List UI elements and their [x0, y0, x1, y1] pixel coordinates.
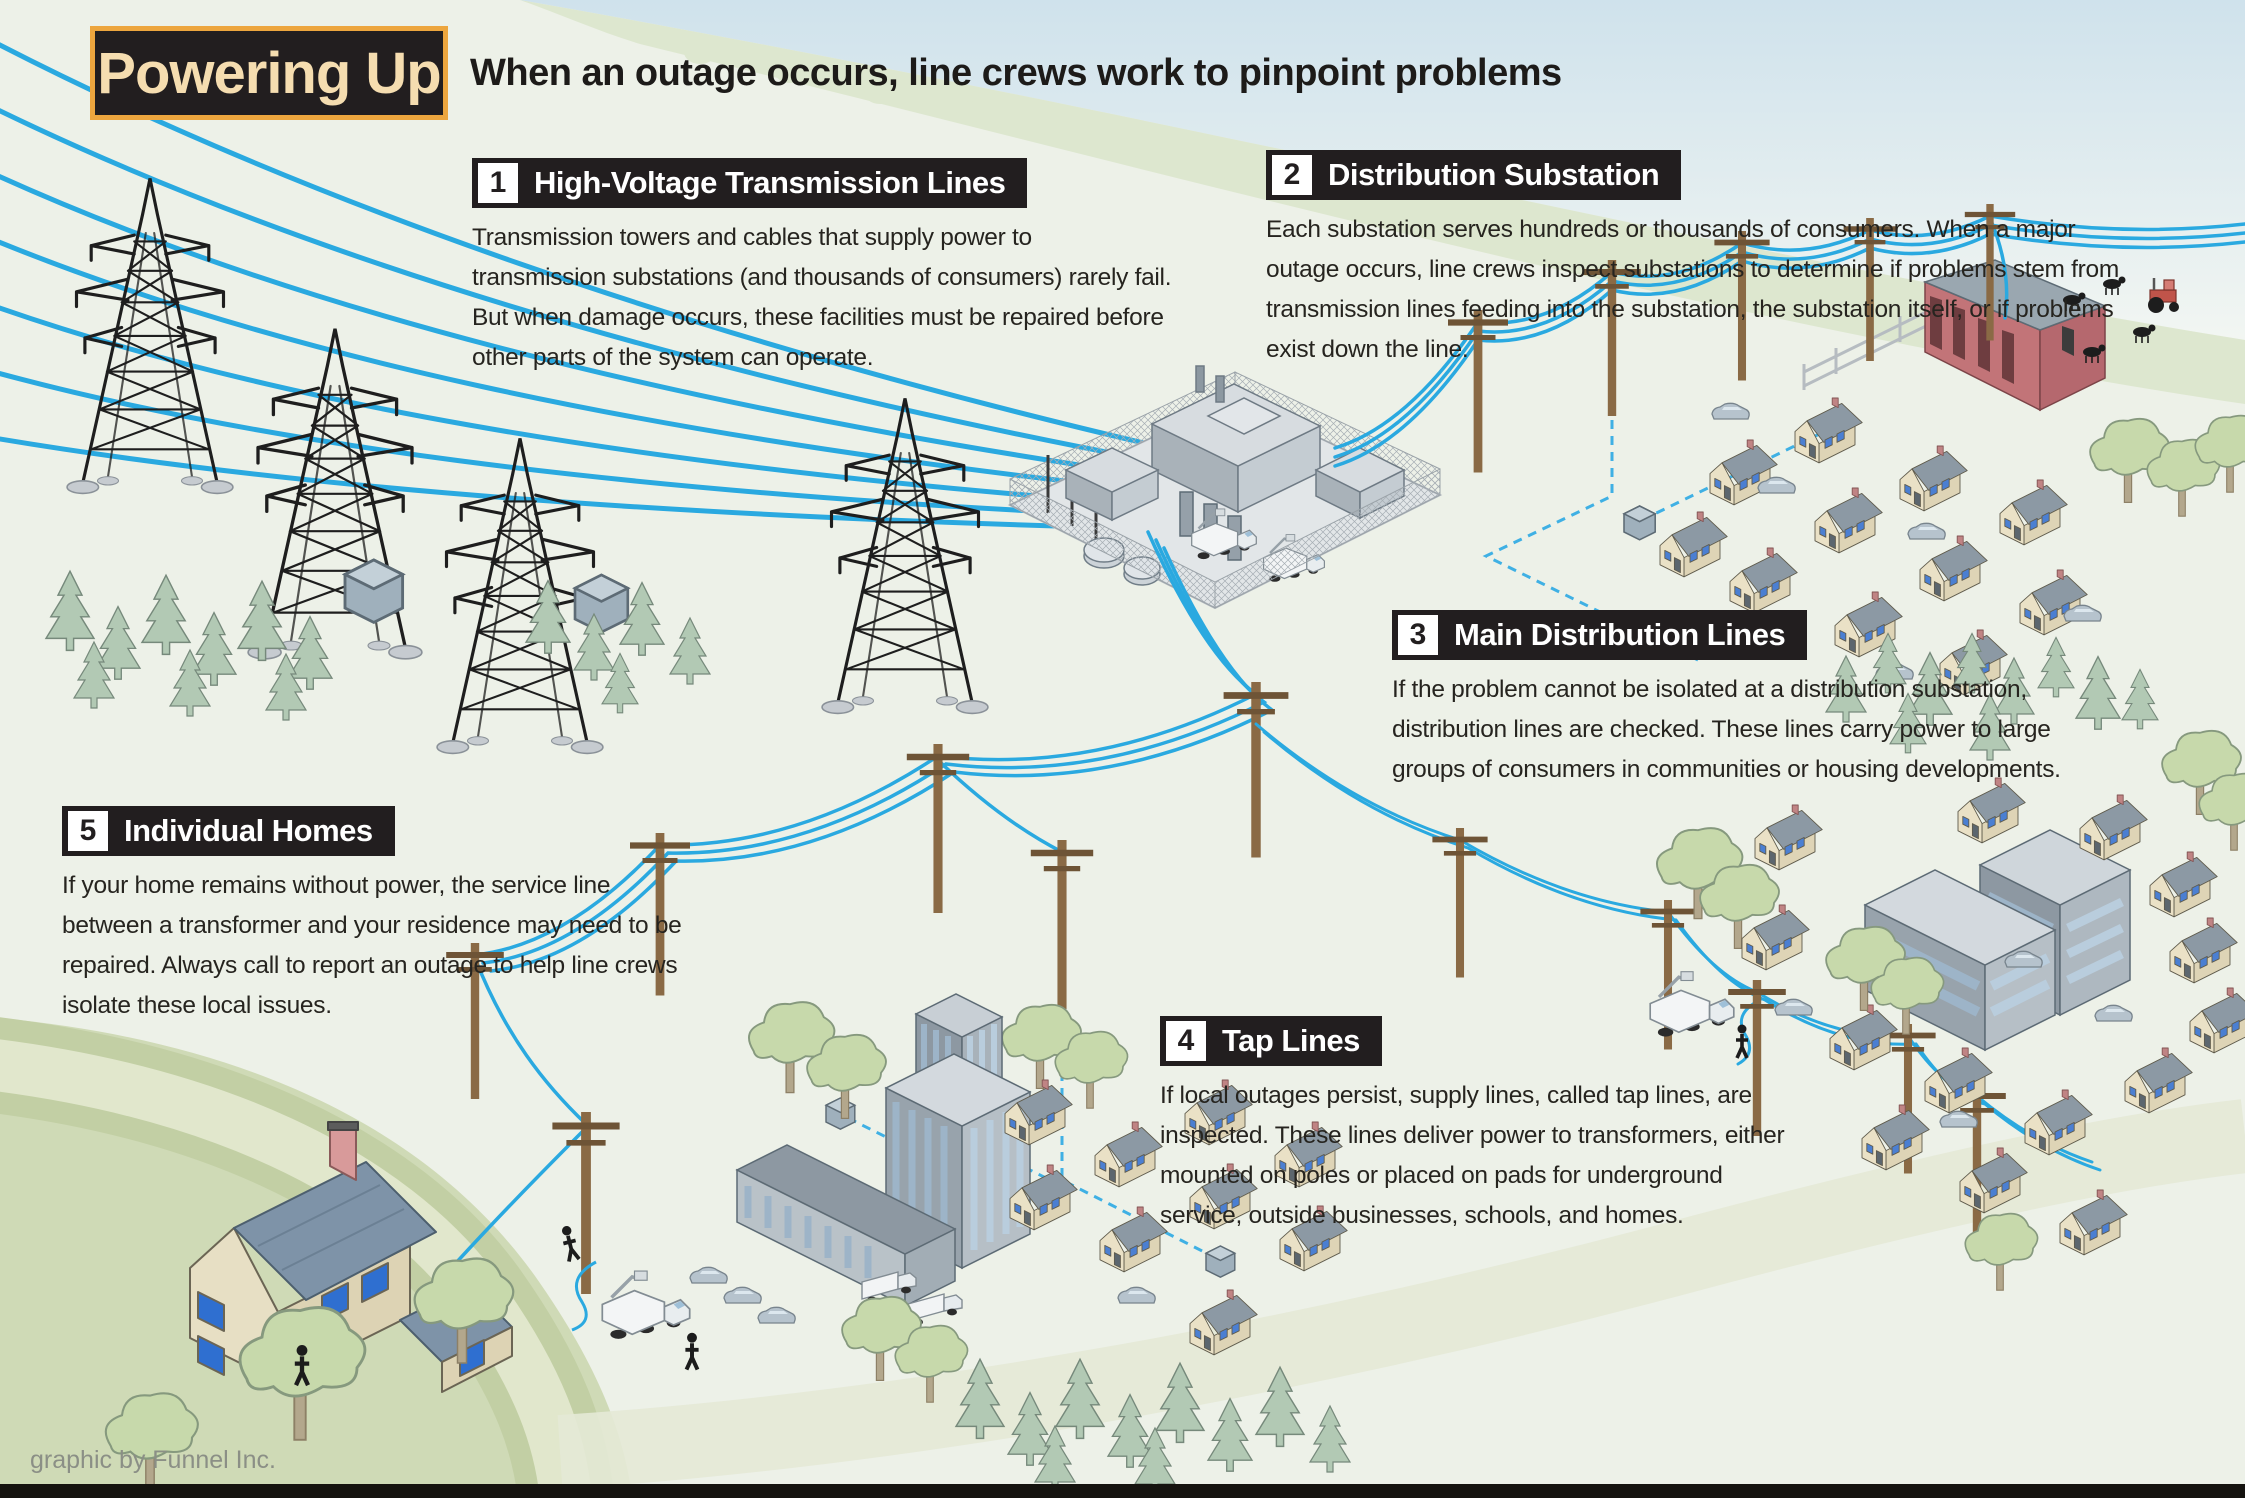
callout-1-title: High-Voltage Transmission Lines	[534, 165, 1006, 200]
callout-1-body: Transmission towers and cables that supp…	[472, 224, 1172, 371]
callout-tap-lines: 4 Tap Lines If local outages persist, su…	[1160, 1016, 1800, 1236]
main-distribution-run	[428, 530, 1288, 1294]
pad-transformer-icon	[1623, 505, 1656, 541]
bottom-bar	[0, 1484, 2245, 1498]
substation	[1007, 365, 1443, 610]
callout-individual-homes: 5 Individual Homes If your home remains …	[62, 806, 682, 1026]
neighborhood-bottom-right	[1655, 729, 2245, 1292]
warehouse-icon	[735, 1144, 957, 1308]
callout-5-number: 5	[68, 811, 108, 851]
callout-5-body: If your home remains without power, the …	[62, 872, 682, 1019]
callout-5-title: Individual Homes	[124, 813, 373, 848]
town-center	[689, 993, 1351, 1495]
neighborhood-top-right	[1482, 397, 2159, 761]
service-wire-coil	[571, 1260, 597, 1332]
farm	[1802, 259, 2245, 518]
callout-1-header: 1 High-Voltage Transmission Lines	[472, 158, 1028, 208]
road-cross	[557, 1099, 2245, 1489]
callout-distribution-substation: 2 Distribution Substation Each substatio…	[1266, 150, 2146, 370]
callout-4-number: 4	[1166, 1021, 1206, 1061]
distribution-run-right	[1333, 204, 2245, 473]
callout-3-header: 3 Main Distribution Lines	[1392, 610, 1808, 660]
substation-buildings	[1064, 365, 1406, 561]
callout-3-number: 3	[1398, 615, 1438, 655]
credit: graphic by Funnel Inc.	[30, 1446, 276, 1474]
callout-transmission-lines: 1 High-Voltage Transmission Lines Transm…	[472, 158, 1172, 378]
barn-icon	[1922, 259, 2108, 412]
page-title: Powering Up	[97, 40, 441, 106]
callout-2-number: 2	[1272, 155, 1312, 195]
callout-1-number: 1	[478, 163, 518, 203]
callout-4-title: Tap Lines	[1222, 1023, 1360, 1058]
callout-3-title: Main Distribution Lines	[1454, 617, 1786, 652]
callout-4-body: If local outages persist, supply lines, …	[1160, 1082, 1785, 1229]
title-box: Powering Up	[90, 26, 448, 120]
fence	[1214, 468, 1441, 609]
page-subtitle: When an outage occurs, line crews work t…	[470, 52, 1562, 94]
callout-3-body: If the problem cannot be isolated at a d…	[1392, 676, 2061, 783]
individual-home	[104, 1112, 701, 1492]
road-curve	[0, 1039, 592, 1498]
callout-5-header: 5 Individual Homes	[62, 806, 395, 856]
pad-transformer-icon	[825, 1097, 856, 1130]
callout-2-title: Distribution Substation	[1328, 157, 1660, 192]
callout-4-header: 4 Tap Lines	[1160, 1016, 1382, 1066]
callout-2-body: Each substation serves hundreds or thous…	[1266, 216, 2119, 363]
pad-transformer-icon	[1205, 1245, 1236, 1278]
callout-main-distribution-lines: 3 Main Distribution Lines If the problem…	[1392, 610, 2122, 790]
callout-2-header: 2 Distribution Substation	[1266, 150, 1682, 200]
